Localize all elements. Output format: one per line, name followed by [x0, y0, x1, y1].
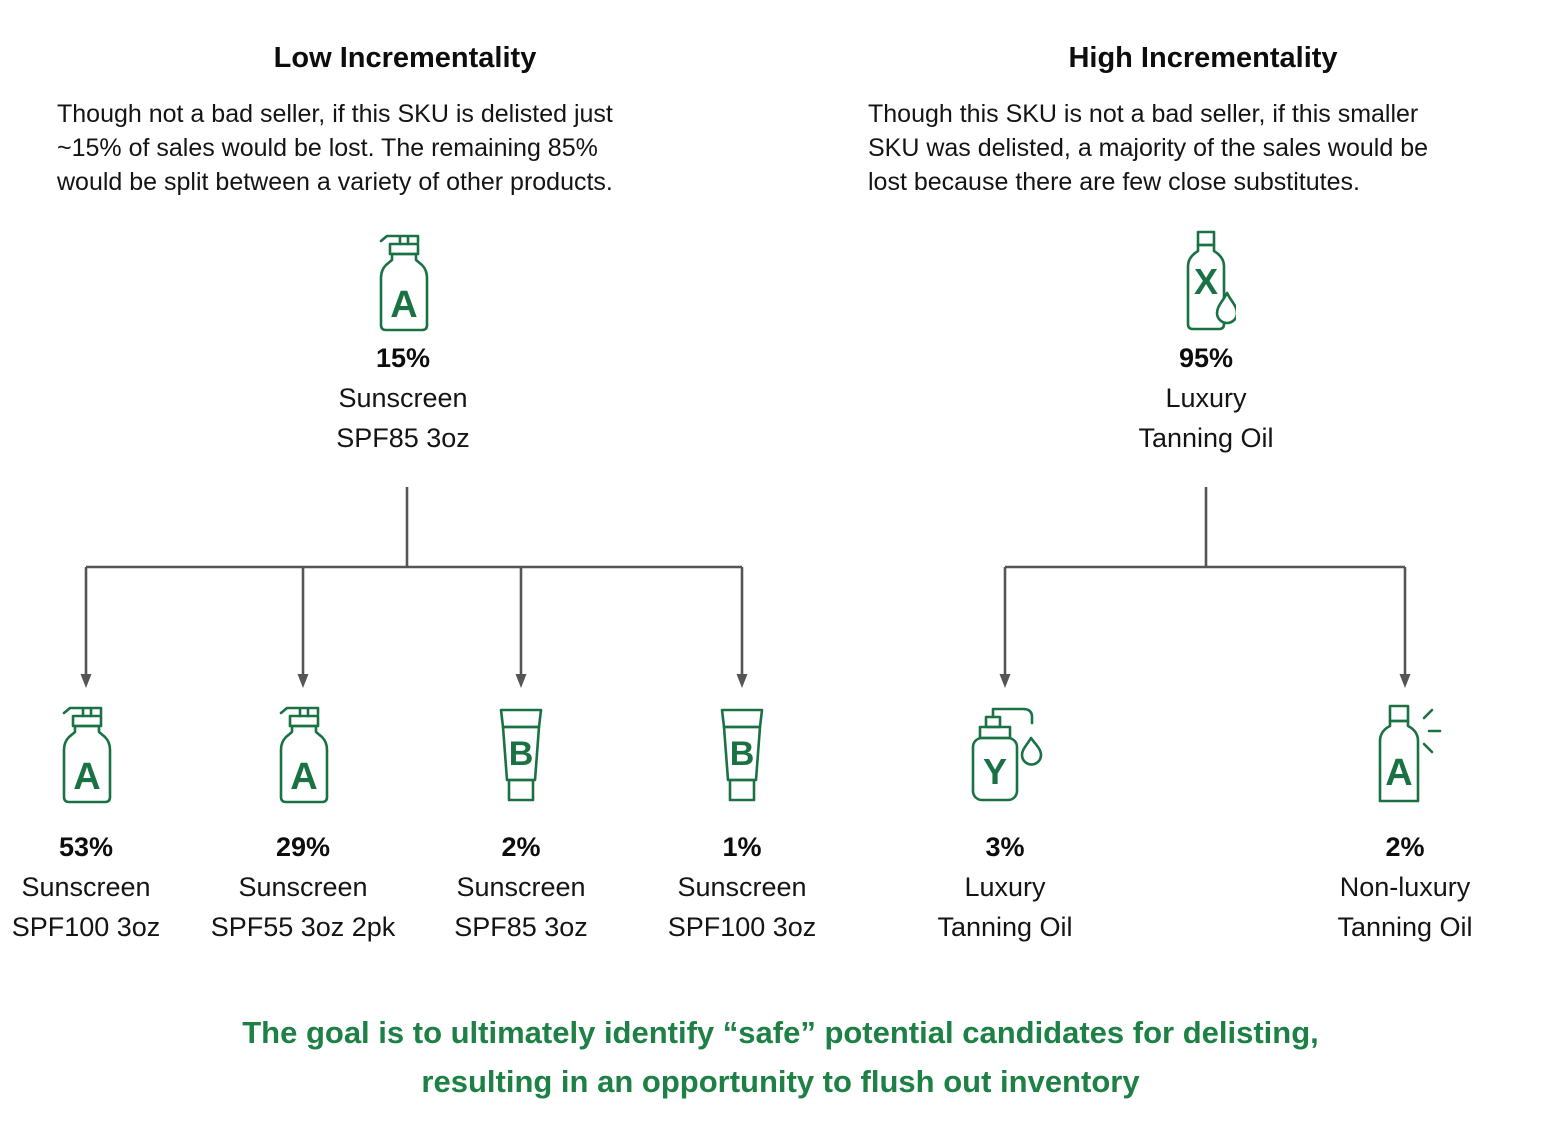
product-letter: A: [73, 756, 100, 798]
node-percent: 1%: [722, 832, 762, 862]
node-name-line1: Luxury: [964, 872, 1046, 902]
node-percent: 29%: [275, 832, 331, 862]
tube-icon: B: [499, 708, 543, 802]
goal-statement: The goal is to ultimately identify “safe…: [242, 1015, 1319, 1099]
node-name-line2: SPF100 3oz: [667, 912, 817, 942]
node-percent: 2%: [501, 832, 541, 862]
product-letter: B: [509, 735, 534, 773]
left-child-node-4: B: [682, 700, 802, 804]
left-child-label-1: 53% Sunscreen SPF100 3oz: [0, 827, 216, 947]
left-child-node-3: B: [461, 700, 581, 804]
node-name-line1: Sunscreen: [338, 383, 468, 413]
node-percent: 3%: [985, 832, 1025, 862]
product-letter: B: [730, 735, 755, 773]
node-name-line2: Tanning Oil: [1138, 423, 1274, 453]
node-name-line2: Tanning Oil: [1337, 912, 1473, 942]
node-percent: 53%: [58, 832, 114, 862]
left-parent-node: A: [343, 228, 463, 332]
left-column-title: Low Incrementality: [273, 42, 537, 74]
right-tree-connector: [999, 487, 1411, 688]
right-parent-node: X: [1146, 228, 1266, 332]
left-child-node-1: A: [26, 700, 146, 804]
pump-bottle-icon: A: [379, 234, 429, 332]
left-child-label-4: 1% Sunscreen SPF100 3oz: [612, 827, 872, 947]
right-column-title: High Incrementality: [1068, 42, 1338, 74]
left-child-label-3: 2% Sunscreen SPF85 3oz: [391, 827, 651, 947]
right-child-label-2: 2% Non-luxury Tanning Oil: [1275, 827, 1535, 947]
pump-bottle-icon: A: [279, 706, 329, 804]
product-letter: X: [1194, 261, 1218, 302]
pump-oil-bottle-drop-icon: Y: [971, 707, 1043, 802]
left-tree-connector: [80, 487, 748, 688]
node-name-line1: Sunscreen: [238, 872, 368, 902]
right-child-node-2: A: [1345, 700, 1465, 804]
tube-icon: B: [720, 708, 764, 802]
product-letter: A: [290, 756, 317, 798]
node-percent: 15%: [375, 343, 431, 373]
node-name-line1: Luxury: [1165, 383, 1247, 413]
oil-bottle-drop-icon: X: [1186, 230, 1236, 331]
product-letter: Y: [983, 751, 1007, 792]
node-name-line2: Tanning Oil: [937, 912, 1073, 942]
left-child-node-2: A: [243, 700, 363, 804]
right-parent-label: 95% Luxury Tanning Oil: [1076, 338, 1336, 458]
node-name-line2: SPF100 3oz: [11, 912, 161, 942]
right-child-label-1: 3% Luxury Tanning Oil: [875, 827, 1135, 947]
left-child-label-2: 29% Sunscreen SPF55 3oz 2pk: [173, 827, 433, 947]
node-name-line1: Sunscreen: [21, 872, 151, 902]
node-name-line2: SPF55 3oz 2pk: [210, 912, 396, 942]
node-name-line1: Sunscreen: [456, 872, 586, 902]
product-letter: A: [1385, 752, 1412, 794]
product-letter: A: [390, 284, 417, 326]
right-child-node-1: Y: [945, 700, 1065, 804]
pump-bottle-icon: A: [62, 706, 112, 804]
node-name-line2: SPF85 3oz: [336, 423, 470, 453]
node-name-line1: Non-luxury: [1339, 872, 1471, 902]
shine-bottle-icon: A: [1378, 704, 1442, 803]
node-percent: 2%: [1385, 832, 1425, 862]
left-column-description: Though not a bad seller, if this SKU is …: [57, 100, 613, 196]
node-name-line1: Sunscreen: [677, 872, 807, 902]
right-column-description: Though this SKU is not a bad seller, if …: [868, 100, 1428, 196]
left-parent-label: 15% Sunscreen SPF85 3oz: [273, 338, 533, 458]
node-name-line2: SPF85 3oz: [454, 912, 588, 942]
node-percent: 95%: [1178, 343, 1234, 373]
